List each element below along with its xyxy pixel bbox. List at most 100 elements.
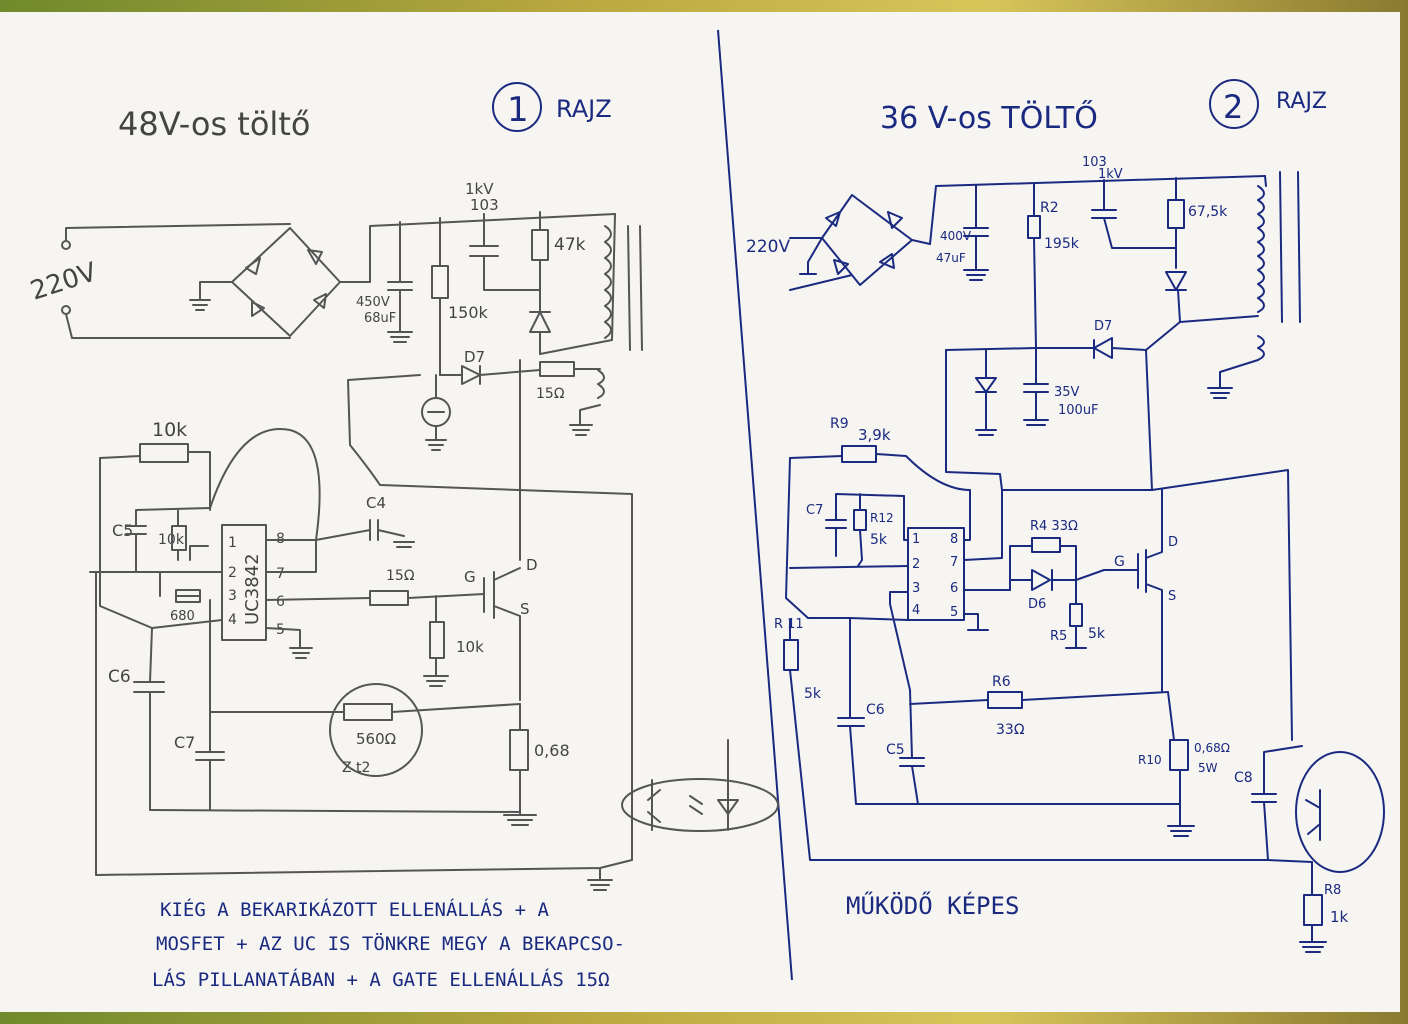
left-snubber-voltage: 1kV: [465, 180, 494, 198]
right-ic-pin5: 5: [950, 605, 958, 620]
left-note-line-2: MOSFET + AZ UC IS TÖNKRE MEGY A BEKAPCSO…: [156, 932, 625, 955]
right-c8-opto-r8: C8 R8 1k: [1234, 745, 1385, 953]
left-aux-capacitor: [421, 374, 451, 451]
right-c35v-label: 35V: [1054, 385, 1080, 400]
right-mains-wires: [789, 237, 853, 291]
left-title: 48V-os töltő: [118, 105, 310, 143]
right-feedback-wire: [1151, 469, 1293, 741]
left-c6-label: C6: [108, 667, 131, 687]
left-ic-pin3: 3: [228, 588, 237, 604]
right-c8-label: C8: [1234, 770, 1253, 786]
right-ic-pin3: 3: [912, 581, 920, 596]
left-r10k-top: 10k: [99, 419, 211, 629]
center-fold-line: [717, 29, 793, 981]
left-ic-pin5: 5: [276, 622, 285, 638]
left-drain-label: D: [526, 556, 538, 574]
left-mosfet: 15Ω 10k G D S: [369, 556, 538, 701]
left-r47k-diode: 47k: [529, 211, 586, 355]
right-bulk-capacitor: 400V 47uF: [936, 185, 989, 281]
left-r150k: 150k: [431, 217, 489, 376]
right-ic-pin8: 8: [950, 532, 958, 547]
left-vcc-loop: [347, 374, 633, 781]
right-transformer: [1145, 171, 1301, 491]
right-r1k-label: 1k: [1330, 908, 1349, 926]
right-r11-label: R 11: [774, 617, 804, 632]
right-r2-label: R2: [1040, 200, 1059, 216]
left-note-line-3: LÁS PILLANATÁBAN + A GATE ELLENÁLLÁS 15Ω: [152, 968, 610, 991]
left-source-label: S: [520, 600, 530, 618]
right-opto-outline: [1295, 751, 1385, 873]
left-circled-resistor-mark: [329, 683, 423, 777]
right-snubber-voltage: 1kV: [1098, 167, 1123, 182]
right-r5-label: R5: [1050, 629, 1067, 644]
right-r5k-b-label: 5k: [1088, 626, 1106, 642]
left-r150k-label: 150k: [448, 303, 489, 322]
right-ic-pin2: 2: [912, 557, 920, 572]
left-optocoupler: [621, 739, 779, 832]
right-d7-label: D7: [1094, 319, 1112, 334]
left-mains-terminal-2: [61, 305, 71, 315]
right-r10-label: R10: [1138, 753, 1162, 767]
right-r6-label: R6: [992, 674, 1011, 690]
left-r15b-label: 15Ω: [386, 568, 415, 584]
right-bridge-rectifier: [799, 175, 1266, 286]
left-r47k-label: 47k: [554, 235, 586, 255]
left-c5-label: C5: [112, 521, 133, 540]
left-d7-label: D7: [464, 348, 485, 366]
right-ic-pin1: 1: [912, 532, 920, 547]
right-schematic: 36 V-os TÖLTŐ 2 RAJZ 220V 400V 47uF: [746, 79, 1385, 953]
left-ic-label: UC3842: [242, 553, 263, 625]
right-c7-r12: C7 R12 5k: [806, 493, 905, 567]
right-r9-label: R9: [830, 416, 849, 432]
right-c7-label: C7: [806, 503, 823, 518]
left-mains-wires: [65, 223, 291, 339]
left-note: KIÉG A BEKARIKÁZOTT ELLENÁLLÁS + A MOSFE…: [152, 898, 625, 991]
left-ic-pin2: 2: [228, 565, 237, 581]
left-r15a-label: 15Ω: [536, 386, 565, 402]
right-r12-label: R12: [870, 511, 894, 525]
right-snubber-cap: 103 1kV: [1082, 155, 1177, 249]
right-mains-label: 220V: [746, 237, 790, 257]
right-ic-pin4: 4: [912, 603, 920, 618]
left-cap-bulk-value: 68uF: [364, 311, 396, 326]
left-r10k-top-label: 10k: [152, 419, 187, 441]
left-schematic: 48V-os töltő 1 RAJZ 220V 450V: [27, 82, 779, 991]
left-drawing-number: 1: [507, 90, 529, 130]
left-note-line-1: KIÉG A BEKARIKÁZOTT ELLENÁLLÁS + A: [160, 898, 549, 921]
right-r5k-a-label: 5k: [870, 532, 888, 548]
right-r4-label: R4 33Ω: [1030, 519, 1078, 534]
right-ic-pin6: 6: [950, 581, 958, 596]
left-number-circle: [492, 82, 542, 132]
right-r195k-label: 195k: [1044, 236, 1080, 252]
right-drain-label: D: [1168, 535, 1178, 550]
left-c5-r10k: C5 10k: [112, 507, 211, 573]
right-source-label: S: [1168, 589, 1176, 604]
left-ic-pin4: 4: [228, 612, 237, 628]
left-mains-label: 220V: [27, 257, 101, 306]
right-cap-bulk-value: 47uF: [936, 251, 966, 265]
right-r2: R2 195k: [1027, 183, 1080, 349]
right-r33-label: 33Ω: [996, 722, 1025, 738]
right-r39k-label: 3,9k: [858, 426, 891, 444]
left-r560-note: Z t2: [342, 760, 370, 776]
right-c5-label: C5: [886, 742, 905, 758]
left-bridge-rectifier: [189, 213, 616, 337]
left-r10k-gate-label: 10k: [456, 638, 484, 656]
right-r8-label: R8: [1324, 883, 1341, 898]
right-r068-label: 0,68Ω: [1194, 741, 1230, 755]
right-r675k-label: 67,5k: [1188, 204, 1228, 220]
right-r5w-label: 5W: [1198, 761, 1218, 775]
left-bulk-capacitor: 450V 68uF: [356, 221, 413, 343]
right-title: 36 V-os TÖLTŐ: [880, 99, 1098, 136]
left-cap-bulk-voltage: 450V: [356, 295, 390, 310]
left-ic-pin1: 1: [228, 535, 237, 551]
right-c6-label: C6: [866, 702, 885, 718]
left-ic-uc3842: UC3842 1 2 3 4 8 7 6 5 C4 680: [89, 428, 415, 659]
left-snubber-cap: 1kV 103: [465, 180, 541, 291]
right-drawing-word: RAJZ: [1276, 89, 1327, 114]
right-c6-c5-r6: C6 C5 R6 33Ω: [837, 617, 1181, 805]
right-r5k-c-label: 5k: [804, 686, 822, 702]
left-lower-network: C6 C7 560Ω Z t2 0,68: [95, 571, 633, 891]
